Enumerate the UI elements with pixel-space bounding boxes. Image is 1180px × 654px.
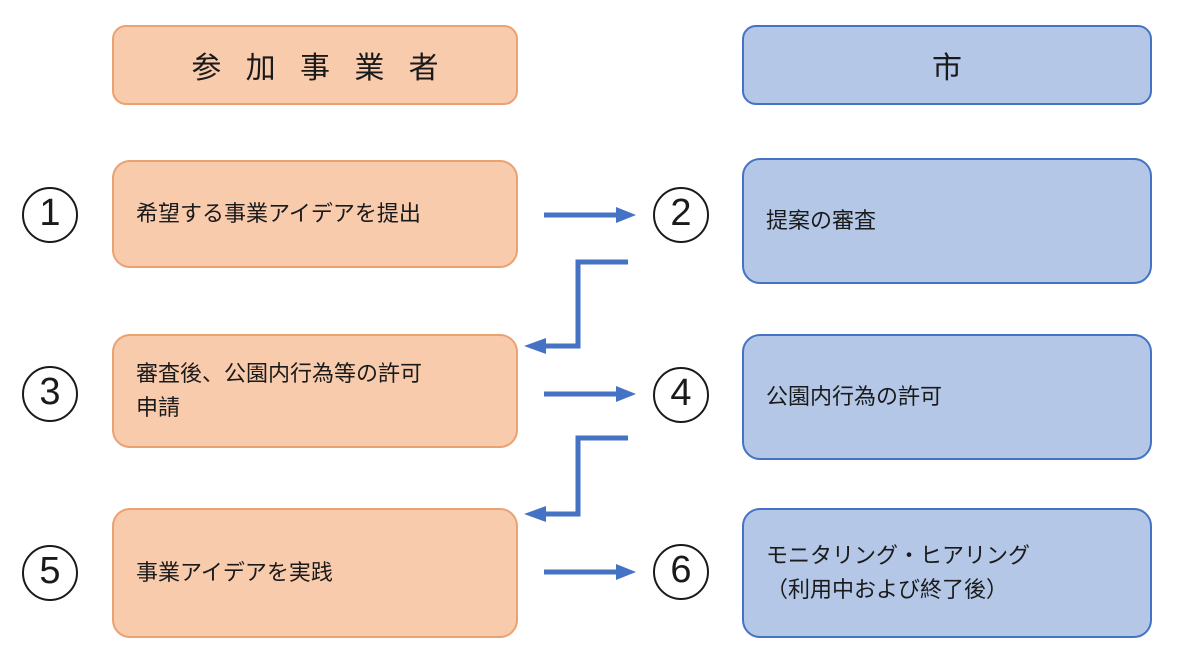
- elbow-arrow-icon-step4-to-step5: [524, 435, 628, 522]
- step-box-proposal-review: 提案の審査: [742, 158, 1152, 284]
- right-arrow-icon-step1-to-step2: [544, 207, 636, 223]
- step-number-6: 6: [653, 544, 709, 600]
- step-box-monitoring-hearing: モニタリング・ヒアリング （利用中および終了後）: [742, 508, 1152, 638]
- step-box-submit-idea: 希望する事業アイデアを提出: [112, 160, 518, 268]
- header-city: 市: [742, 25, 1152, 105]
- elbow-arrow-icon-step2-to-step3: [524, 259, 628, 354]
- step-number-5: 5: [22, 545, 78, 601]
- step-box-park-permit: 公園内行為の許可: [742, 334, 1152, 460]
- step-number-4: 4: [653, 367, 709, 423]
- right-arrow-icon-step3-to-step4: [544, 386, 636, 402]
- step-number-2: 2: [653, 187, 709, 243]
- right-arrow-icon-step5-to-step6: [544, 564, 636, 580]
- step-box-permit-application: 審査後、公園内行為等の許可 申請: [112, 334, 518, 448]
- step-number-1: 1: [22, 187, 78, 243]
- step-number-3: 3: [22, 366, 78, 422]
- header-participating-businesses: 参 加 事 業 者: [112, 25, 518, 105]
- step-box-implement-idea: 事業アイデアを実践: [112, 508, 518, 638]
